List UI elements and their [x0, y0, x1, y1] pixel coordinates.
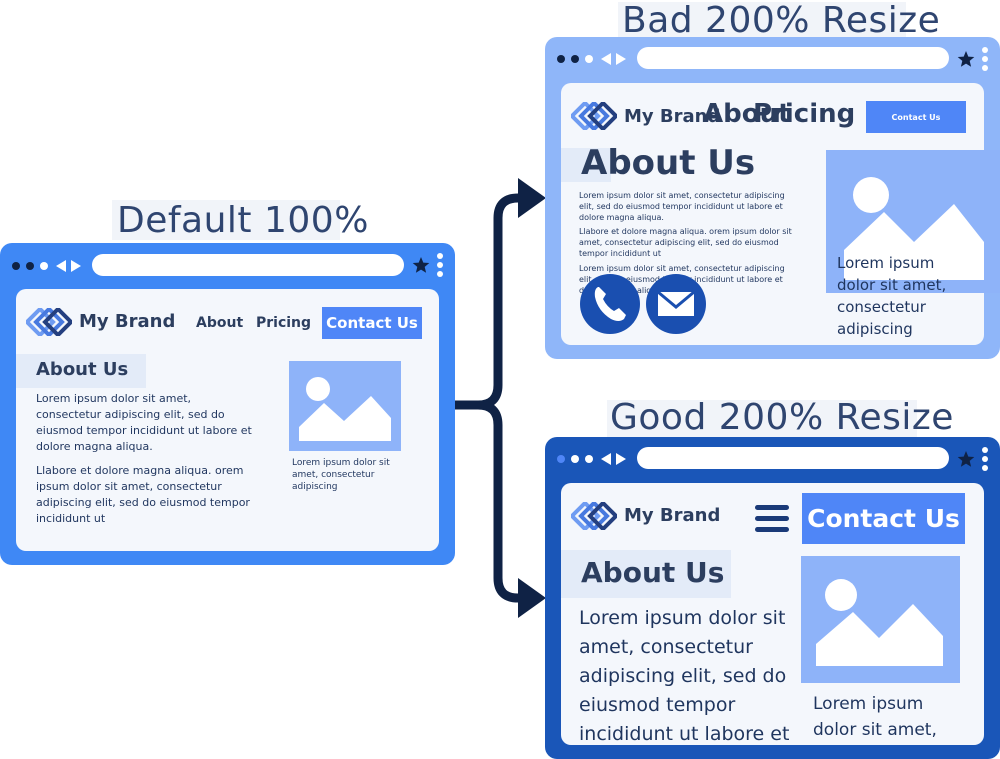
diamond-logo-icon — [571, 102, 617, 130]
nav-link-about[interactable]: About — [703, 99, 791, 129]
forward-arrow-icon[interactable] — [615, 52, 627, 66]
window-dot — [571, 55, 579, 63]
window-dot — [571, 455, 579, 463]
window-dot — [557, 455, 565, 463]
browser-window-default: My Brand About Pricing Contact Us About … — [0, 243, 455, 565]
image-placeholder-icon — [801, 556, 960, 683]
page-heading: About Us — [581, 556, 725, 589]
window-dot — [585, 55, 593, 63]
contact-button[interactable]: Contact Us — [322, 307, 422, 339]
address-bar[interactable] — [637, 447, 949, 469]
brand-name[interactable]: My Brand — [624, 106, 721, 127]
image-placeholder-icon — [826, 150, 1000, 293]
window-dot — [585, 455, 593, 463]
caption-bad: Bad 200% Resize — [622, 0, 941, 41]
envelope-icon[interactable] — [645, 273, 707, 335]
image-caption: Lorem ipsum dolor sit amet, consectetur … — [292, 458, 390, 492]
connector-path — [450, 400, 535, 603]
connector-path — [450, 193, 535, 410]
paragraph-1: Lorem ipsum dolor sit amet, consectetur … — [579, 607, 790, 745]
back-arrow-icon[interactable] — [600, 452, 612, 466]
caption-background — [618, 2, 906, 40]
heading-background — [16, 354, 146, 388]
paragraph-2: Llabore et dolore magna aliqua. orem ips… — [579, 227, 792, 258]
nav-link-about[interactable]: About — [196, 315, 244, 331]
brand-name[interactable]: My Brand — [624, 505, 721, 526]
contact-button[interactable]: Contact Us — [802, 493, 965, 544]
caption-good: Good 200% Resize — [610, 397, 954, 438]
forward-arrow-icon[interactable] — [70, 259, 82, 273]
kebab-menu-icon[interactable] — [981, 46, 989, 72]
nav-link-pricing[interactable]: Pricing — [256, 315, 312, 331]
browser-window-good: My Brand Contact Us About Us Lorem ipsum… — [545, 437, 1000, 759]
hamburger-menu-icon[interactable] — [755, 503, 789, 533]
caption-default: Default 100% — [117, 200, 369, 241]
page-heading: About Us — [36, 359, 129, 380]
diamond-logo-icon — [571, 502, 617, 530]
window-dot — [557, 55, 565, 63]
kebab-menu-icon[interactable] — [981, 446, 989, 472]
back-arrow-icon[interactable] — [600, 52, 612, 66]
arrowhead-up — [518, 178, 546, 218]
heading-background — [561, 550, 731, 598]
heading-background — [561, 148, 611, 182]
nav-link-pricing[interactable]: Pricing — [753, 99, 856, 129]
paragraph-1: Lorem ipsum dolor sit amet, consectetur … — [579, 191, 785, 222]
forward-arrow-icon[interactable] — [615, 452, 627, 466]
paragraph-1: Lorem ipsum dolor sit amet, consectetur … — [36, 392, 252, 453]
image-caption: Lorem ipsum dolor sit amet, — [813, 694, 937, 740]
window-dot — [40, 262, 48, 270]
connector-arrows — [450, 178, 546, 618]
address-bar[interactable] — [92, 254, 404, 276]
arrowhead-down — [518, 578, 546, 618]
window-dot — [12, 262, 20, 270]
back-arrow-icon[interactable] — [55, 259, 67, 273]
window-dot — [26, 262, 34, 270]
page-heading: About Us — [581, 143, 756, 183]
star-icon[interactable] — [957, 50, 975, 68]
caption-background — [607, 400, 917, 438]
star-icon[interactable] — [412, 256, 430, 274]
web-page: My Brand About Pricing Contact Us About … — [16, 289, 439, 551]
address-bar[interactable] — [637, 47, 949, 69]
brand-name[interactable]: My Brand — [79, 311, 176, 332]
caption-background — [112, 200, 340, 240]
web-page: My Brand Contact Us About Us Lorem ipsum… — [561, 483, 984, 745]
image-placeholder-icon — [289, 361, 401, 451]
phone-icon[interactable] — [579, 273, 641, 335]
paragraph-2: Llabore et dolore magna aliqua. orem ips… — [36, 464, 250, 525]
browser-window-bad: My Brand About Pricing Contact Us About … — [545, 37, 1000, 359]
diamond-logo-icon — [26, 308, 72, 336]
web-page: My Brand About Pricing Contact Us About … — [561, 83, 1000, 345]
contact-button[interactable]: Contact Us — [866, 101, 966, 133]
star-icon[interactable] — [957, 450, 975, 468]
image-caption: Lorem ipsum dolor sit amet, consectetur … — [837, 254, 947, 338]
kebab-menu-icon[interactable] — [436, 252, 444, 278]
